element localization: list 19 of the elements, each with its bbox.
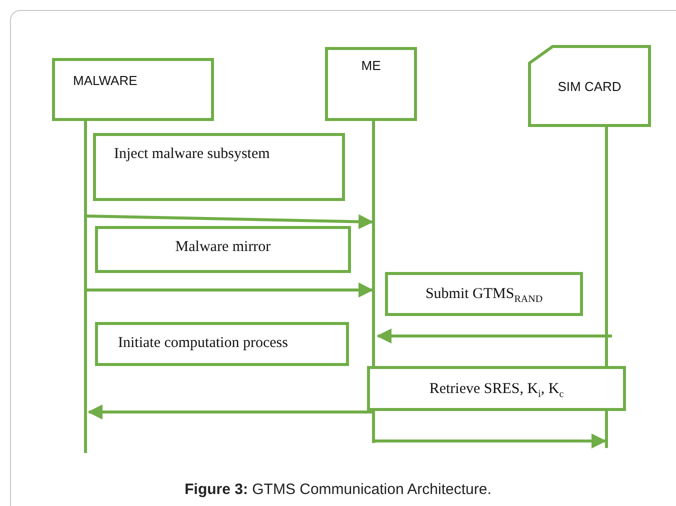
message-arrow bbox=[376, 328, 612, 344]
process-label: Inject malware subsystem bbox=[114, 146, 270, 163]
participant-label: MALWARE bbox=[73, 73, 138, 88]
process-label: Malware mirror bbox=[175, 239, 271, 256]
figure-caption: Figure 3: GTMS Communication Architecture. bbox=[184, 481, 492, 498]
process-box bbox=[385, 272, 583, 316]
process-label: Initiate computation process bbox=[118, 335, 288, 352]
process-label: Retrieve SRES, K$_{i}$, K$_{c}$ bbox=[429, 381, 564, 400]
message-arrow bbox=[85, 282, 374, 298]
process-box bbox=[367, 366, 626, 411]
message-arrow bbox=[375, 434, 606, 448]
process-label: Submit GTMS$_{RAND}$ bbox=[425, 286, 543, 305]
process-box bbox=[95, 226, 351, 273]
process-box bbox=[93, 133, 345, 201]
process-box bbox=[95, 322, 349, 366]
message-arrow bbox=[84, 214, 374, 230]
participant-label: ME bbox=[361, 58, 381, 73]
message-arrow bbox=[88, 404, 373, 420]
participant-label: SIM CARD bbox=[558, 78, 622, 94]
